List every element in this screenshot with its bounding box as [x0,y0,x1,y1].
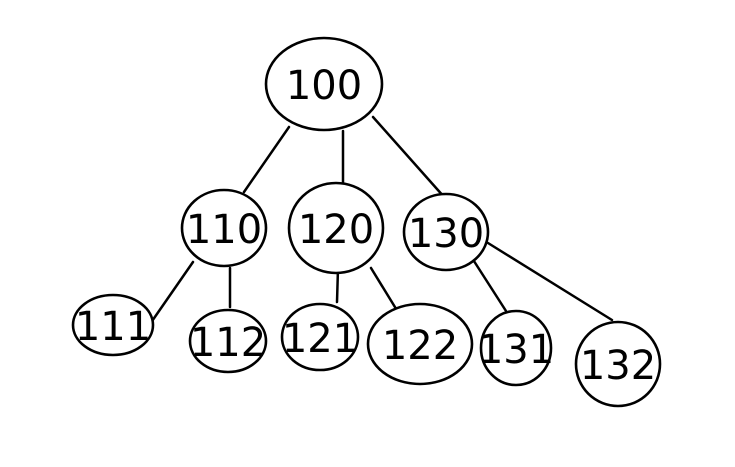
node-label: 121 [282,316,358,362]
edge-120-122 [369,266,400,314]
node-circle [287,181,385,275]
tree-node-100: 100 [264,36,384,132]
edge-130-132 [486,241,614,322]
node-circle [71,293,155,357]
node-circle [264,36,384,132]
node-label: 120 [298,207,374,253]
node-circle [366,302,474,386]
node-label: 122 [382,323,458,369]
tree-node-112: 112 [188,308,268,374]
node-label: 100 [286,63,362,109]
node-label: 110 [186,207,262,253]
node-circle [280,302,360,372]
edge-100-110 [242,125,291,194]
node-label: 131 [478,327,554,373]
node-label: 111 [75,304,151,350]
node-circle [180,188,268,268]
nodes-layer: 100 110 120 130 111 112 121 122 131 132 [71,36,662,408]
node-label: 112 [190,320,266,366]
tree-node-122: 122 [366,302,474,386]
tree-node-132: 132 [574,320,662,408]
node-circle [574,320,662,408]
tree-node-120: 120 [287,181,385,275]
node-label: 130 [408,211,484,257]
edge-130-131 [470,256,508,313]
tree-node-111: 111 [71,293,155,357]
tree-node-131: 131 [478,309,554,387]
edge-100-130 [371,115,447,200]
tree-node-130: 130 [402,192,490,272]
node-label: 132 [580,343,656,389]
node-circle [188,308,268,374]
node-circle [402,192,490,272]
node-circle [479,309,553,387]
tree-node-110: 110 [180,188,268,268]
tree-node-121: 121 [280,302,360,372]
